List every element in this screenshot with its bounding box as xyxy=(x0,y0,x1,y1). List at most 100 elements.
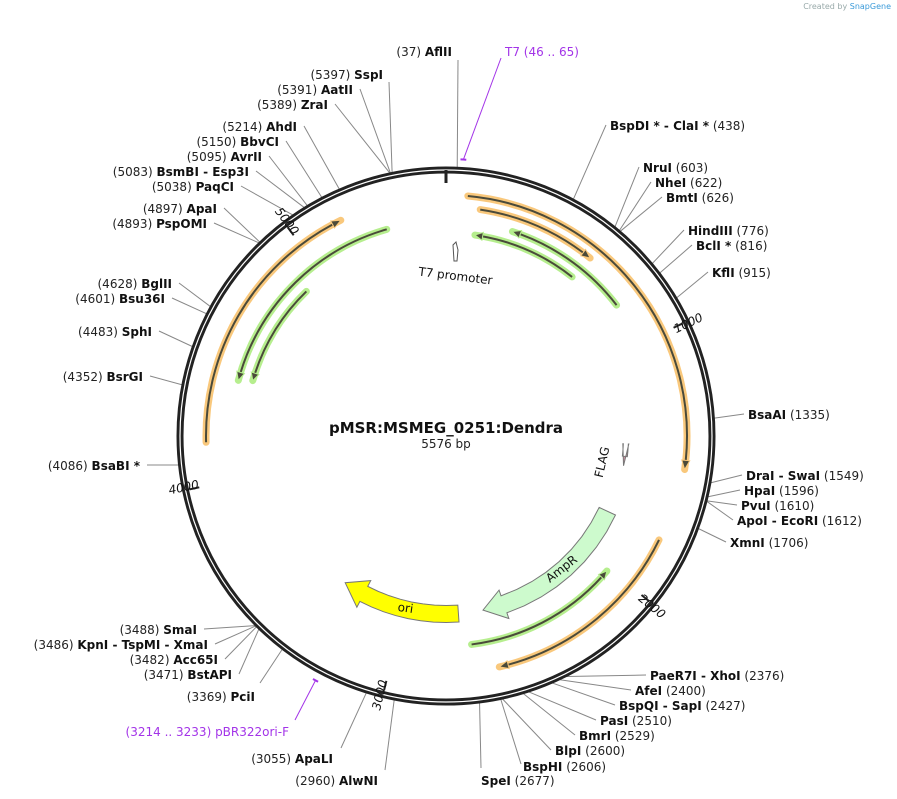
enzyme-leader xyxy=(706,501,734,521)
t7-promoter-label: T7 promoter xyxy=(417,264,494,287)
enzyme-site-label[interactable]: (5214) AhdI xyxy=(222,120,297,134)
enzyme-leader xyxy=(224,626,257,660)
enzyme-site-label[interactable]: (3471) BstAPI xyxy=(144,668,232,682)
enzyme-site-label[interactable]: (4086) BsaBI * xyxy=(48,459,141,473)
enzyme-leader-lines xyxy=(146,57,745,771)
green-arc xyxy=(508,228,621,309)
enzyme-site-label[interactable]: PaeR7I - XhoI (2376) xyxy=(650,669,784,683)
enzyme-site-label[interactable]: (4352) BsrGI xyxy=(63,370,143,384)
enzyme-leader xyxy=(659,244,693,274)
enzyme-leader xyxy=(255,170,305,208)
primer-arrow xyxy=(312,678,319,683)
arrowhead-icon xyxy=(473,231,485,242)
arc-line xyxy=(507,539,660,666)
enzyme-site-label[interactable]: NheI (622) xyxy=(655,176,722,190)
enzyme-site-label[interactable]: (5391) AatII xyxy=(277,83,353,97)
enzyme-labels: T7 (46 .. 65)(3214 .. 3233) pBR322ori-F(… xyxy=(34,45,864,788)
arc-line xyxy=(482,235,573,278)
enzyme-leader xyxy=(268,155,308,206)
enzyme-site-label[interactable]: (5083) BsmBI - Esp3I xyxy=(113,165,249,179)
enzyme-leader xyxy=(149,375,183,386)
enzyme-leader xyxy=(158,330,193,347)
enzyme-site-label[interactable]: BsaAI (1335) xyxy=(748,408,830,422)
ampr-feature xyxy=(482,506,617,620)
arc-line xyxy=(467,194,688,461)
enzyme-leader xyxy=(203,625,256,630)
enzyme-site-label[interactable]: (5038) PaqCI xyxy=(152,180,234,194)
enzyme-site-label[interactable]: BmrI (2529) xyxy=(579,729,655,743)
flag-label: FLAG xyxy=(592,445,613,479)
enzyme-site-label[interactable]: HpaI (1596) xyxy=(744,484,819,498)
arc-line xyxy=(239,228,388,373)
enzyme-site-label[interactable]: PasI (2510) xyxy=(600,714,672,728)
tick-mark xyxy=(189,486,200,491)
enzyme-site-label[interactable]: AfeI (2400) xyxy=(635,684,706,698)
enzyme-site-label[interactable]: ApoI - EcoRI (1612) xyxy=(737,514,862,528)
enzyme-leader xyxy=(523,693,576,736)
enzyme-leader xyxy=(384,699,395,771)
green-arc xyxy=(471,231,576,281)
enzyme-site-label[interactable]: (3488) SmaI xyxy=(120,623,197,637)
green-arc xyxy=(249,287,310,385)
enzyme-site-label[interactable]: (4897) ApaI xyxy=(143,202,217,216)
enzyme-site-label[interactable]: BspHI (2606) xyxy=(523,760,606,774)
enzyme-site-label[interactable]: (5150) BbvCI xyxy=(196,135,279,149)
enzyme-leader xyxy=(340,692,367,749)
enzyme-leader xyxy=(528,691,597,721)
enzyme-leader xyxy=(285,140,323,198)
enzyme-leader xyxy=(714,413,745,419)
orf-arc xyxy=(202,216,345,446)
enzyme-site-label[interactable]: (4483) SphI xyxy=(78,325,152,339)
enzyme-leader xyxy=(652,229,685,264)
enzyme-site-label[interactable]: (37) AflII xyxy=(396,45,452,59)
enzyme-leader xyxy=(178,282,211,307)
primer-leader xyxy=(462,57,502,160)
ori-feature xyxy=(344,580,460,624)
flag-feature xyxy=(621,443,630,466)
enzyme-site-label[interactable]: DraI - SwaI (1549) xyxy=(746,469,864,483)
enzyme-leader xyxy=(479,702,482,769)
orf-arc xyxy=(464,192,691,474)
primer-label: T7 (46 .. 65) xyxy=(504,45,579,59)
enzyme-site-label[interactable]: (3482) Acc65I xyxy=(130,653,218,667)
enzyme-leader xyxy=(620,196,663,232)
enzyme-site-label[interactable]: (5389) ZraI xyxy=(257,98,328,112)
enzyme-site-label[interactable]: NruI (603) xyxy=(643,161,708,175)
tick-mark xyxy=(673,322,684,329)
arrowhead-icon xyxy=(681,459,691,471)
enzyme-site-label[interactable]: (3369) PciI xyxy=(187,690,255,704)
enzyme-site-label[interactable]: (3055) ApaLI xyxy=(251,752,333,766)
enzyme-site-label[interactable]: (4628) BglII xyxy=(98,277,173,291)
enzyme-site-label[interactable]: (5095) AvrII xyxy=(187,150,262,164)
arc-line xyxy=(205,223,334,443)
enzyme-site-label[interactable]: HindIII (776) xyxy=(688,224,769,238)
arrowhead-icon xyxy=(329,219,342,229)
enzyme-site-label[interactable]: (2960) AlwNI xyxy=(295,774,378,788)
enzyme-site-label[interactable]: BspDI * - ClaI * (438) xyxy=(610,119,745,133)
enzyme-site-label[interactable]: BspQI - SapI (2427) xyxy=(619,699,745,713)
enzyme-leader xyxy=(614,166,640,227)
plasmid-name: pMSR:MSMEG_0251:Dendra xyxy=(329,419,563,437)
enzyme-leader xyxy=(240,185,293,216)
enzyme-site-label[interactable]: BmtI (626) xyxy=(666,191,734,205)
green-arc xyxy=(468,567,611,648)
enzyme-site-label[interactable]: BlpI (2600) xyxy=(555,744,625,758)
enzyme-leader xyxy=(502,698,552,751)
enzyme-site-label[interactable]: XmnI (1706) xyxy=(730,536,808,550)
arrowhead-icon xyxy=(511,229,523,239)
enzyme-site-label[interactable]: (5397) SspI xyxy=(310,68,383,82)
arc-line xyxy=(480,208,584,254)
enzyme-site-label[interactable]: (4601) Bsu36I xyxy=(75,292,165,306)
enzyme-site-label[interactable]: (3486) KpnI - TspMI - XmaI xyxy=(34,638,208,652)
enzyme-site-label[interactable]: BclI * (816) xyxy=(696,239,767,253)
enzyme-leader xyxy=(566,674,647,678)
enzyme-site-label[interactable]: SpeI (2677) xyxy=(481,774,555,788)
tick-mark xyxy=(286,226,295,236)
enzyme-site-label[interactable]: PvuI (1610) xyxy=(741,499,814,513)
arrowhead-icon xyxy=(250,371,260,382)
enzyme-site-label[interactable]: (4893) PspOMI xyxy=(112,217,207,231)
arc-line xyxy=(471,576,603,646)
enzyme-site-label[interactable]: KflI (915) xyxy=(712,266,771,280)
plasmid-length: 5576 bp xyxy=(421,437,471,451)
